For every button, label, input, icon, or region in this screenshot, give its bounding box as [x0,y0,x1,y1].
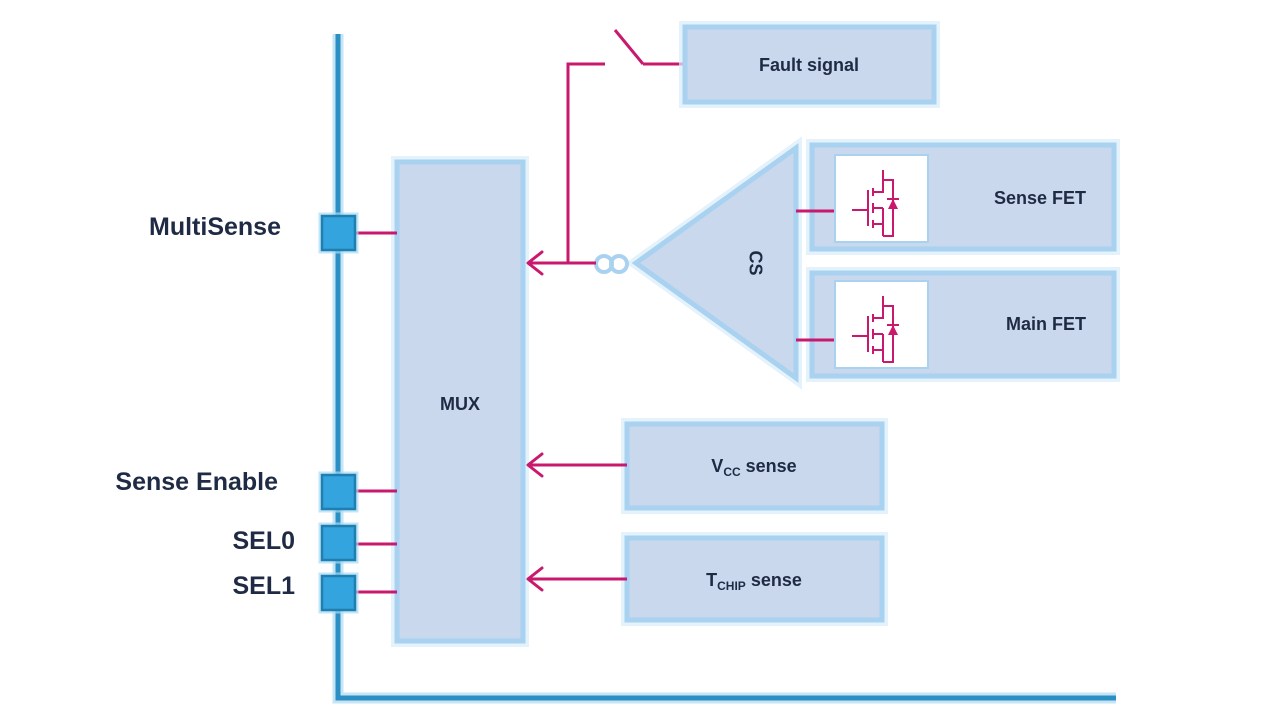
tchip-sense-label: TCHIP sense [706,570,802,593]
fault-signal-block: Fault signal [679,21,940,108]
fault-signal-label: Fault signal [759,55,859,75]
vcc-sense-label: VCC sense [711,456,796,479]
mux-label: MUX [440,394,480,414]
main-fet-block: Main FET [806,267,1120,382]
sel0-pin-label: SEL0 [232,527,295,555]
current-sense-coil-icon [594,254,629,274]
sense-enable-pin-label: Sense Enable [115,468,278,496]
fault-signal-path [566,29,685,262]
sense-fet-label: Sense FET [994,188,1086,208]
tchip-to-mux-wire [526,566,627,592]
vcc-to-mux-wire [526,452,627,478]
mux-block: MUX [391,156,529,647]
sense-fet-block: Sense FET [806,139,1120,255]
multisense-pad [318,212,359,254]
mosfet-icon [852,170,899,237]
sel1-pin-label: SEL1 [232,572,295,600]
cs-label: CS [745,250,765,275]
vcc-sense-block: VCC sense [621,418,888,514]
sel1-pad [318,572,359,614]
mosfet-icon [852,296,899,363]
switch-icon [613,29,645,65]
cs-to-mux-wire [526,250,596,276]
bus-line [332,34,1116,704]
sel0-pad [318,522,359,564]
sense-enable-pad [318,471,359,513]
cs-amplifier: CS [625,136,802,390]
main-fet-label: Main FET [1006,314,1086,334]
multisense-pin-label: MultiSense [149,213,281,241]
tchip-sense-block: TCHIP sense [621,532,888,626]
